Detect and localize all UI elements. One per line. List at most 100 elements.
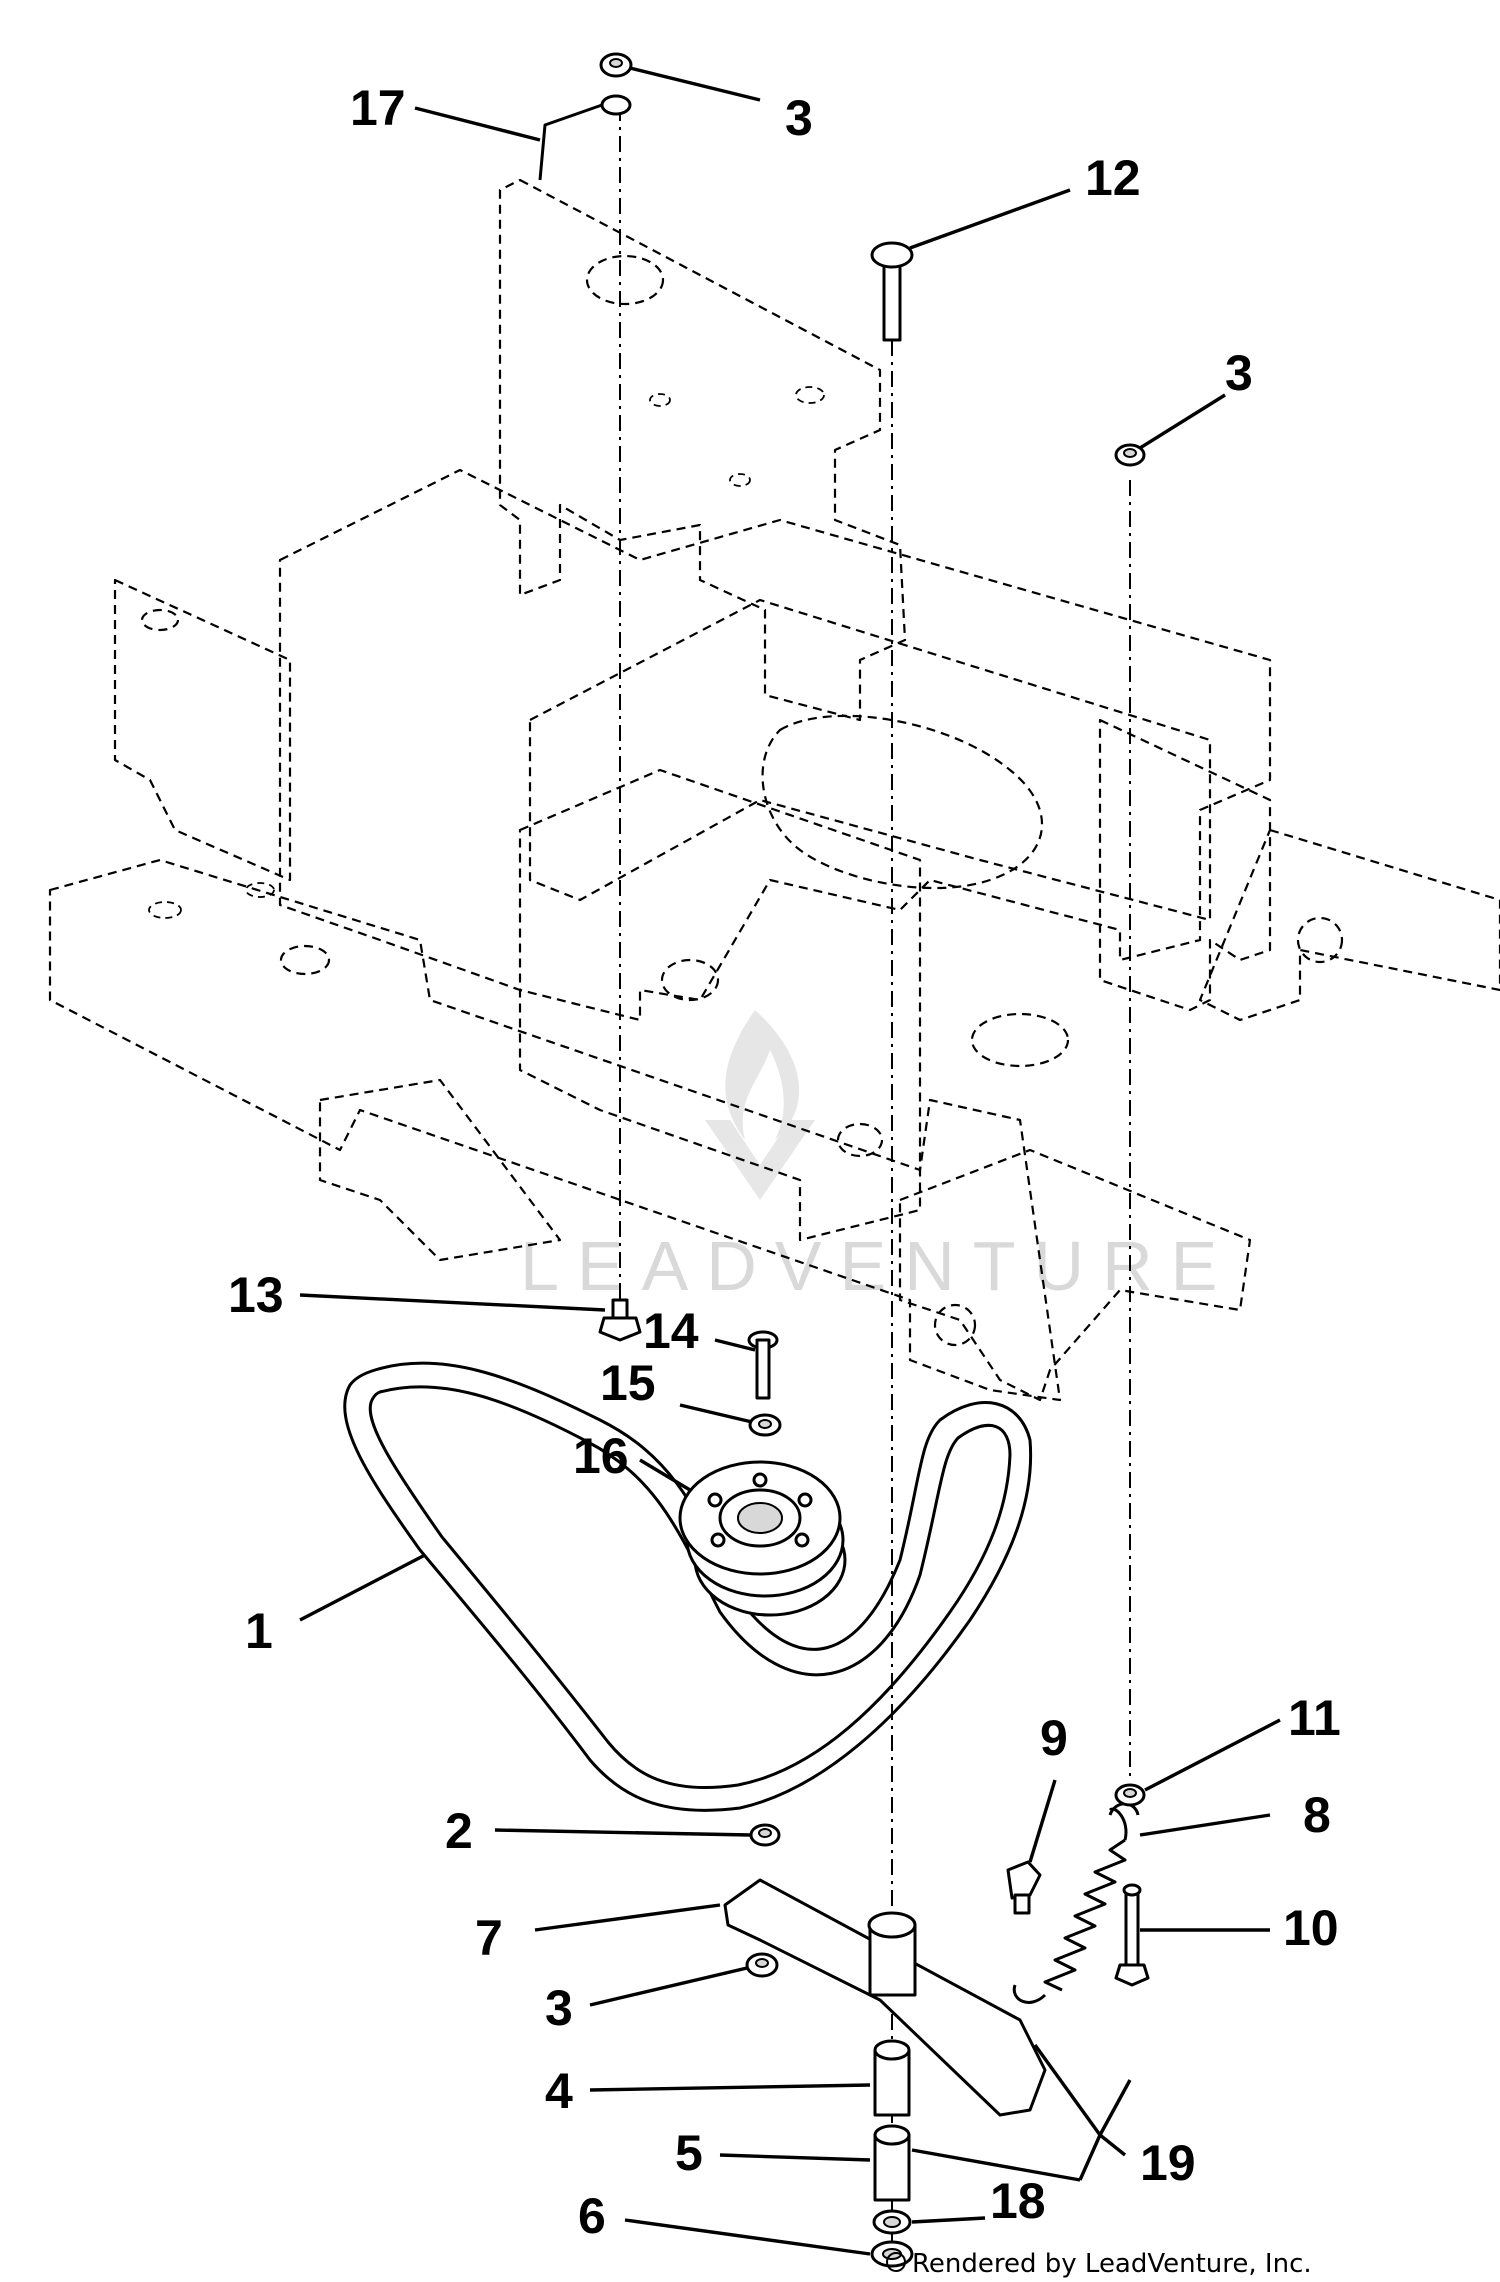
pulley-hole-5 xyxy=(752,1472,768,1488)
frame-inner-bay xyxy=(761,714,1044,890)
leadventure-logo-icon xyxy=(705,1010,815,1200)
callout-4: 4 xyxy=(545,2063,573,2119)
leader-14 xyxy=(714,1338,756,1352)
callout-3-top-left: 3 xyxy=(785,90,813,146)
nut-11 xyxy=(1114,1783,1146,1807)
frame-left-plate xyxy=(113,578,292,882)
callout-8: 8 xyxy=(1303,1787,1331,1843)
frame-lower-skirt xyxy=(318,1078,562,1262)
callout-11: 11 xyxy=(1288,1690,1341,1746)
bolt-13 xyxy=(598,1298,642,1342)
bolt-9-head xyxy=(1006,1860,1042,1900)
upright-slot-3 xyxy=(729,473,751,487)
bushing-5 xyxy=(873,2124,911,2202)
leader-6 xyxy=(624,2218,871,2256)
frame-front-rail xyxy=(48,858,1062,1402)
pulley-hole-2 xyxy=(797,1492,813,1508)
spring-hook-bottom xyxy=(1012,1984,1047,2004)
callout-13: 13 xyxy=(228,1267,284,1323)
rail-slot-1 xyxy=(148,901,182,919)
callout-16: 16 xyxy=(573,1428,629,1484)
bolt-14 xyxy=(747,1330,779,1400)
leader-5 xyxy=(719,2153,871,2162)
frame-cross-member xyxy=(528,598,1212,922)
bushing-4-body xyxy=(873,2048,911,2117)
nut-3-lower xyxy=(745,1952,779,1978)
leader-17 xyxy=(414,106,541,142)
leader-12 xyxy=(909,188,1071,250)
mower-frame xyxy=(48,178,1500,1402)
spring-coil xyxy=(1043,1838,1127,1992)
leader-13 xyxy=(299,1293,606,1312)
bolt-14-shank xyxy=(755,1338,771,1400)
rod-17 xyxy=(538,103,603,181)
leader-7 xyxy=(534,1903,721,1932)
leader-15 xyxy=(679,1403,753,1424)
belt-outer xyxy=(343,1361,1033,1812)
callout-labels: 17 3 12 3 13 14 15 16 1 2 7 3 4 5 6 18 1… xyxy=(228,80,1341,2244)
rail-hole-1 xyxy=(279,944,331,976)
frame-right-plate xyxy=(1098,718,1272,1012)
pulley-bearing xyxy=(737,1502,783,1534)
frame-center-box xyxy=(518,768,922,1242)
leader-19-d xyxy=(1078,2134,1102,2181)
callout-19: 19 xyxy=(1140,2135,1196,2191)
nut-3-lower-hole xyxy=(755,1958,769,1968)
washer-top-left xyxy=(600,94,632,116)
leader-8 xyxy=(1139,1813,1271,1837)
callout-3-lower: 3 xyxy=(545,1980,573,2036)
callout-9: 9 xyxy=(1040,1710,1068,1766)
callout-17: 17 xyxy=(350,80,406,136)
callout-2: 2 xyxy=(445,1803,473,1859)
leader-lines xyxy=(299,66,1281,2256)
bolt-9 xyxy=(1006,1860,1042,1915)
leader-19-e xyxy=(1098,2133,1127,2157)
nut-3-top-left-hole xyxy=(609,58,623,68)
tension-spring xyxy=(1012,1807,1128,2004)
bolt-10-shank xyxy=(1124,1888,1140,1970)
bushing-4-top xyxy=(873,2039,911,2061)
leader-2 xyxy=(494,1828,751,1837)
axle-boss-right xyxy=(1296,916,1344,964)
bolt-9-shank xyxy=(1013,1893,1031,1915)
watermark-text: LEADVENTURE xyxy=(520,1227,1235,1305)
upright-slot-2 xyxy=(649,393,671,407)
frame-top-deck xyxy=(278,468,1272,1022)
leader-3a xyxy=(629,66,761,102)
callout-15: 15 xyxy=(600,1355,656,1411)
leader-1 xyxy=(299,1553,426,1622)
bolt-13-head xyxy=(598,1316,642,1342)
upright-hole-large xyxy=(585,254,665,306)
pin-12-head xyxy=(870,241,914,269)
bolt-10-head xyxy=(1114,1963,1150,1987)
callout-18: 18 xyxy=(990,2173,1046,2229)
credit-line: Rendered by LeadVenture, Inc. xyxy=(886,2249,1312,2279)
leader-19-c xyxy=(911,2148,1081,2182)
callout-1: 1 xyxy=(245,1603,273,1659)
center-box-oval xyxy=(660,958,720,1002)
spacer-2-hole xyxy=(758,1828,772,1838)
callout-3-top-right: 3 xyxy=(1225,345,1253,401)
bolt-10-top xyxy=(1122,1883,1142,1897)
leader-4 xyxy=(589,2083,871,2092)
spacer-2 xyxy=(749,1823,781,1847)
pulley-hole-1 xyxy=(707,1492,723,1508)
belt-inner xyxy=(368,1385,1012,1790)
lower-boss xyxy=(933,1303,977,1347)
right-plate-oval xyxy=(970,1012,1070,1068)
frame-upright-plate xyxy=(498,178,907,722)
leader-16 xyxy=(639,1458,691,1492)
spring-hook-top xyxy=(1108,1807,1128,1841)
nut-11-hole xyxy=(1123,1788,1137,1798)
washer-15-hole xyxy=(758,1419,772,1429)
callout-7: 7 xyxy=(475,1910,503,1966)
callout-5: 5 xyxy=(675,2125,703,2181)
frame-rear-axle xyxy=(1198,828,1500,1022)
pulley-hole-4 xyxy=(794,1532,810,1548)
pin-12 xyxy=(870,241,914,342)
leader-3c xyxy=(589,1966,748,2007)
leader-11 xyxy=(1144,1718,1281,1792)
copyright-icon xyxy=(886,2252,906,2272)
bushing-4 xyxy=(873,2039,911,2117)
